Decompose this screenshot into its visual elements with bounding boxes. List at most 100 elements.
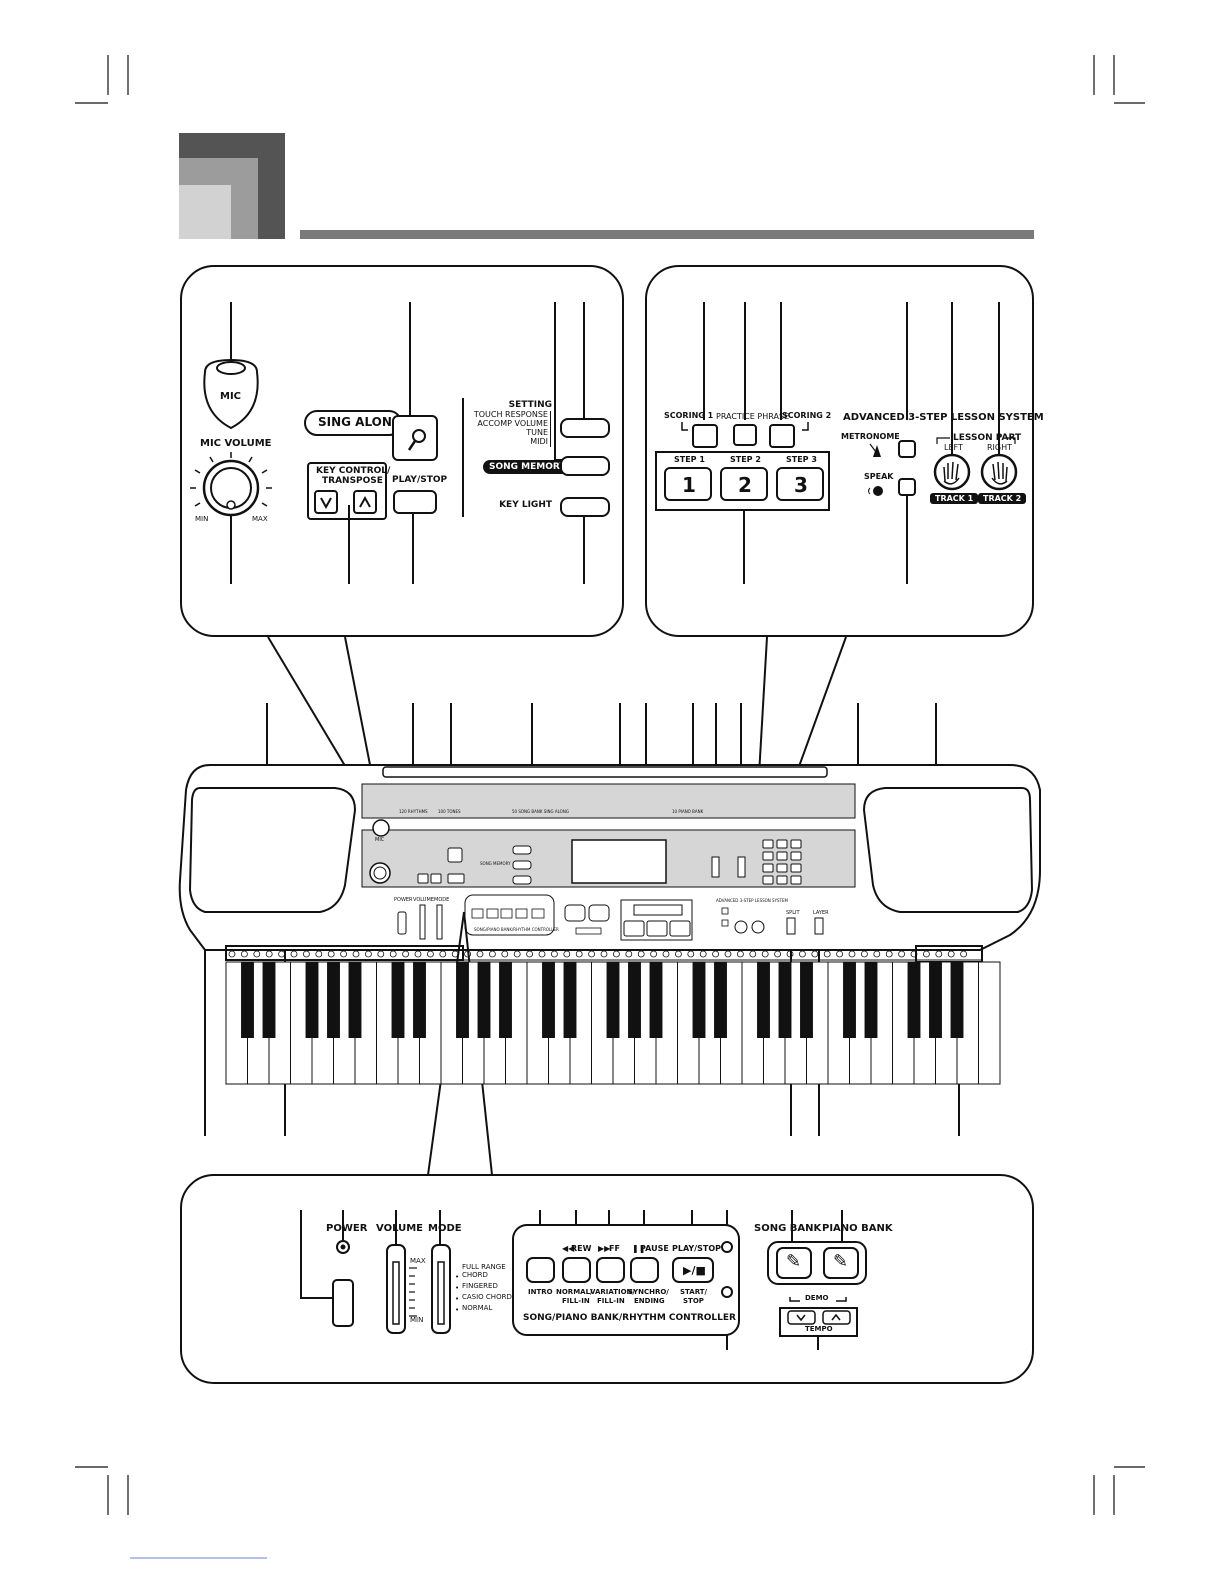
tone-symbol-icon [662, 950, 670, 958]
normal-mode-label: NORMAL [462, 1304, 493, 1312]
black-key[interactable] [649, 962, 663, 1038]
tempo-up-button[interactable] [823, 1311, 850, 1324]
piano-bank-icon[interactable]: ✎ [833, 1251, 849, 1272]
sing-along-button[interactable] [392, 415, 438, 461]
kb-layer-label: LAYER [813, 910, 829, 916]
black-key[interactable] [348, 962, 362, 1038]
black-key[interactable] [800, 962, 813, 1038]
pause-label: PAUSE [640, 1244, 669, 1253]
variation-fill-button[interactable] [597, 1258, 624, 1282]
tone-symbol-icon [885, 950, 893, 958]
black-key[interactable] [477, 962, 491, 1038]
black-key[interactable] [262, 962, 276, 1038]
transpose-down-button[interactable] [314, 490, 338, 514]
tempo-down-button[interactable] [788, 1311, 815, 1324]
black-key[interactable] [929, 962, 942, 1038]
kb-tones-label: 100 TONES [438, 809, 461, 814]
tone-symbol-icon [613, 950, 620, 958]
tone-symbol-icon [923, 950, 930, 958]
play-stop-symbol: ▶/■ [683, 1264, 706, 1277]
key-control-label: KEY CONTROL/ [316, 466, 391, 476]
volume-slider[interactable] [387, 1245, 405, 1333]
black-key[interactable] [628, 962, 641, 1038]
pause-icon: ❚❚ [632, 1244, 646, 1253]
fingered-label: FINGERED [462, 1282, 498, 1290]
black-key[interactable] [241, 962, 254, 1038]
step-buttons-box [655, 451, 830, 511]
song-memory-button[interactable] [560, 456, 610, 476]
practice-phrase-button[interactable] [733, 424, 757, 446]
synchro-ending-button[interactable] [631, 1258, 658, 1282]
black-key[interactable] [864, 962, 878, 1038]
chord-label: CHORD [462, 1271, 488, 1279]
metronome-label: METRONOME [841, 432, 900, 441]
full-range-label: FULL RANGE [462, 1263, 506, 1271]
tone-symbol-icon [625, 950, 633, 958]
song-bank-icon[interactable]: ✎ [786, 1251, 802, 1272]
black-key[interactable] [327, 962, 340, 1038]
tone-symbol-icon [501, 950, 509, 958]
tone-symbol-icon [947, 950, 955, 958]
key-control-box [307, 462, 387, 520]
tone-symbol-icon [240, 950, 248, 958]
scoring1-label: SCORING 1 [664, 411, 714, 420]
tone-symbol-icon [823, 950, 831, 958]
fill-in-label: FILL-IN [562, 1297, 590, 1305]
tone-symbol-icon [637, 950, 645, 958]
black-key[interactable] [692, 962, 706, 1038]
normal-fill-button[interactable] [563, 1258, 590, 1282]
black-key[interactable] [305, 962, 319, 1038]
mic-label: MIC [220, 391, 242, 402]
intro-button[interactable] [527, 1258, 554, 1282]
tone-symbol-icon [786, 950, 794, 958]
right-label: RIGHT [987, 443, 1013, 452]
tempo-label: TEMPO [805, 1325, 833, 1333]
step3-button[interactable]: 3 [776, 467, 824, 501]
black-key[interactable] [542, 962, 555, 1038]
metronome-button[interactable] [898, 440, 916, 458]
step1-label: STEP 1 [674, 455, 705, 464]
step2-button[interactable]: 2 [720, 467, 768, 501]
power-button[interactable] [333, 1280, 353, 1326]
black-key[interactable] [757, 962, 770, 1038]
ff-label: FF [609, 1244, 620, 1253]
black-key[interactable] [843, 962, 856, 1038]
black-key[interactable] [714, 962, 727, 1038]
tone-symbol-icon [737, 950, 744, 958]
tone-symbol-icon [253, 950, 261, 958]
black-key[interactable] [606, 962, 620, 1038]
tone-symbol-icon [675, 950, 682, 958]
black-key[interactable] [907, 962, 921, 1038]
chevron-down-icon [320, 497, 332, 510]
key-light-button[interactable] [560, 497, 610, 517]
step1-button[interactable]: 1 [664, 467, 712, 501]
black-key[interactable] [413, 962, 426, 1038]
tone-symbol-icon [526, 950, 533, 958]
black-key[interactable] [391, 962, 405, 1038]
midi-label: MIDI [530, 437, 548, 446]
black-key[interactable] [950, 962, 964, 1038]
mic-volume-min: MIN [195, 515, 209, 523]
transpose-up-button[interactable] [353, 490, 377, 514]
black-key[interactable] [499, 962, 512, 1038]
mode-slider[interactable] [432, 1245, 450, 1333]
scoring1-button[interactable] [692, 424, 718, 448]
ff-icon: ▶▶ [598, 1244, 611, 1253]
play-stop-button[interactable] [393, 490, 437, 514]
start-stop-button[interactable] [673, 1258, 713, 1282]
rew-label: REW [571, 1244, 592, 1253]
setting-button[interactable] [560, 418, 610, 438]
black-key[interactable] [778, 962, 792, 1038]
mic-small-icon [407, 429, 426, 451]
white-key[interactable] [978, 961, 1001, 1085]
scoring2-button[interactable] [769, 424, 795, 448]
black-key[interactable] [563, 962, 577, 1038]
black-key[interactable] [456, 962, 469, 1038]
lesson-part-label: LESSON PART [953, 433, 1022, 443]
speak-button[interactable] [898, 478, 916, 496]
